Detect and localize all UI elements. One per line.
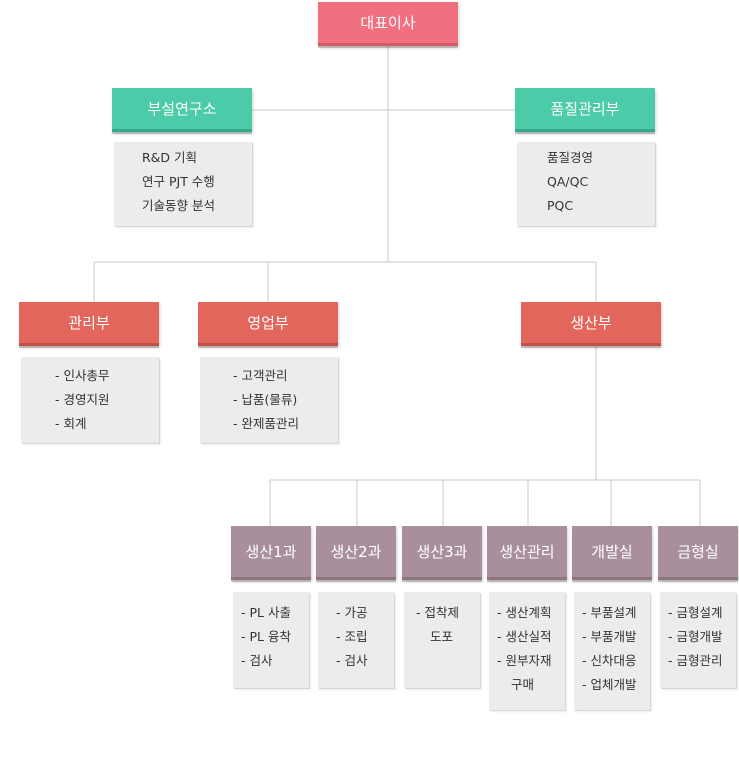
- production-box: 생산부: [521, 302, 661, 346]
- list-item: 연구 PJT 수행: [142, 174, 215, 189]
- team-panel-production-2: - 가공 - 조립 - 검사: [318, 592, 394, 688]
- list-item: - 금형설계: [668, 605, 723, 620]
- list-item: - 부품개발: [582, 629, 637, 644]
- team-box-production-2: 생산2과: [316, 526, 396, 580]
- team-panel-production-1: - PL 사출 - PL 융착 - 검사: [233, 592, 309, 688]
- list-item: - 원부자재: [497, 653, 552, 668]
- team-label: 생산3과: [416, 543, 468, 561]
- list-item: - 업체개발: [582, 677, 637, 692]
- management-panel: - 인사총무 - 경영지원 - 회계: [21, 357, 159, 443]
- list-item: - 접착제: [416, 605, 459, 620]
- list-item: - 검사: [241, 653, 273, 668]
- team-panel-development: - 부품설계 - 부품개발 - 신차대응 - 업체개발: [574, 592, 650, 710]
- list-item: - 부품설계: [582, 605, 637, 620]
- list-item: - 가공: [336, 605, 368, 620]
- research-box: 부설연구소: [112, 88, 252, 132]
- quality-label: 품질관리부: [550, 100, 620, 118]
- list-item: - 생산계획: [497, 605, 552, 620]
- sales-label: 영업부: [247, 314, 289, 332]
- ceo-label: 대표이사: [360, 14, 416, 32]
- list-item: - 금형개발: [668, 629, 723, 644]
- team-box-production-3: 생산3과: [402, 526, 482, 580]
- sales-box: 영업부: [198, 302, 338, 346]
- sales-panel: - 고객관리 - 납품(물류) - 완제품관리: [200, 357, 338, 443]
- ceo-box: 대표이사: [318, 2, 458, 46]
- production-label: 생산부: [570, 314, 612, 332]
- list-item: - 인사총무: [55, 368, 110, 383]
- team-box-mold: 금형실: [658, 526, 738, 580]
- quality-panel: 품질경영 QA/QC PQC: [517, 142, 655, 226]
- research-label: 부설연구소: [147, 100, 217, 118]
- team-label: 생산관리: [499, 543, 555, 561]
- list-item: PQC: [547, 198, 574, 213]
- list-item: R&D 기획: [142, 150, 198, 165]
- list-item: - 경영지원: [55, 392, 110, 407]
- management-label: 관리부: [68, 314, 110, 332]
- team-label: 생산1과: [245, 543, 297, 561]
- list-item: - 고객관리: [233, 368, 288, 383]
- team-panel-production-3: - 접착제 도포: [404, 592, 480, 688]
- list-item: 기술동향 분석: [142, 198, 215, 213]
- list-item: - PL 사출: [241, 605, 291, 620]
- list-item: 도포: [430, 629, 454, 644]
- list-item: - 신차대응: [582, 653, 637, 668]
- list-item: 구매: [511, 677, 535, 692]
- team-panel-production-mgmt: - 생산계획 - 생산실적 - 원부자재 구매: [489, 592, 565, 710]
- team-box-development: 개발실: [572, 526, 652, 580]
- list-item: - PL 융착: [241, 629, 291, 644]
- list-item: 품질경영: [547, 150, 594, 165]
- list-item: - 생산실적: [497, 629, 552, 644]
- research-panel: R&D 기획 연구 PJT 수행 기술동향 분석: [114, 142, 252, 226]
- list-item: - 완제품관리: [233, 416, 299, 431]
- list-item: QA/QC: [547, 174, 589, 189]
- list-item: - 금형관리: [668, 653, 723, 668]
- team-box-production-mgmt: 생산관리: [487, 526, 567, 580]
- team-panel-mold: - 금형설계 - 금형개발 - 금형관리: [660, 592, 736, 688]
- list-item: - 검사: [336, 653, 368, 668]
- team-label: 개발실: [591, 543, 633, 561]
- team-box-production-1: 생산1과: [231, 526, 311, 580]
- list-item: - 회계: [55, 416, 87, 431]
- team-label: 금형실: [677, 543, 719, 561]
- quality-box: 품질관리부: [515, 88, 655, 132]
- list-item: - 납품(물류): [233, 392, 298, 407]
- list-item: - 조립: [336, 629, 368, 644]
- management-box: 관리부: [19, 302, 159, 346]
- team-label: 생산2과: [330, 543, 382, 561]
